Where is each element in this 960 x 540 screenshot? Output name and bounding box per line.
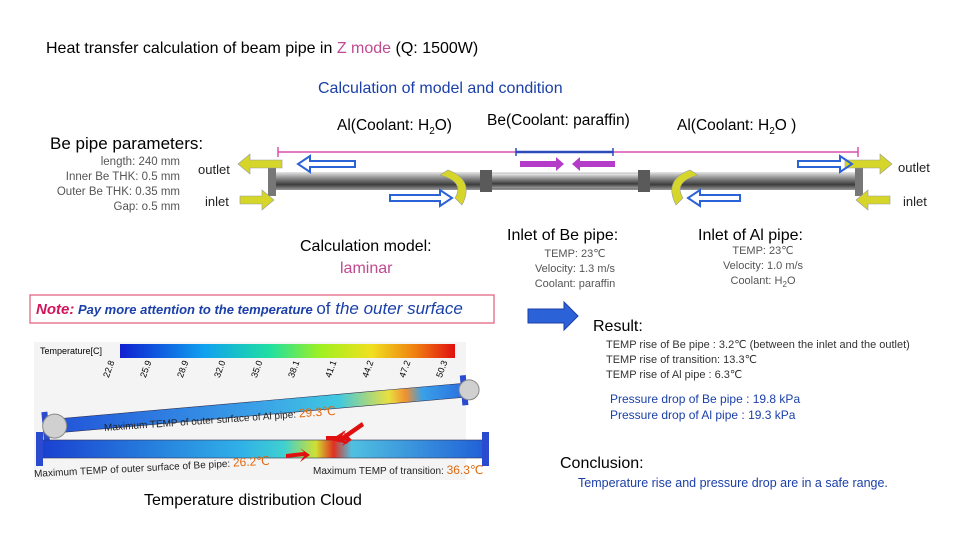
coolant-right: Al(Coolant: H2O ) (677, 117, 796, 137)
legend-tick: 44.2 (360, 359, 376, 379)
inlet-al-coolant-suffix: O (786, 275, 796, 287)
legend-ticks: 22.8 25.9 28.9 32.0 35.0 38.1 41.1 44.2 … (100, 359, 449, 390)
subtitle: Calculation of model and condition (318, 80, 563, 97)
coolant-right-sub: 2 (769, 126, 775, 138)
result-pressures: Pressure drop of Be pipe : 19.8 kPa Pres… (610, 391, 800, 423)
temperature-cloud-image (34, 342, 489, 480)
title-mode: Z mode (336, 40, 392, 57)
coolant-left: Al(Coolant: H2O) (337, 117, 452, 137)
legend-tick: 38.1 (286, 359, 302, 379)
inlet-right-label: inlet (903, 194, 927, 209)
title-prefix: Heat transfer calculation of beam pipe i… (46, 40, 337, 57)
conclusion-text: Temperature rise and pressure drop are i… (578, 476, 888, 490)
inlet-be-values: TEMP: 23℃ Velocity: 1.3 m/s Coolant: par… (520, 247, 630, 292)
legend-tick: 28.9 (175, 359, 191, 379)
result-heading: Result: (593, 318, 643, 335)
yellow-flow-arrows (237, 153, 893, 211)
cloud-caption: Temperature distribution Cloud (144, 492, 362, 509)
coolant-right-prefix: Al(Coolant: H (677, 117, 770, 134)
be-pipe-heading: Be pipe parameters: (50, 134, 204, 153)
inlet-al-values: TEMP: 23℃ Velocity: 1.0 m/s Coolant: H2O (708, 244, 818, 292)
calculation-model-value: laminar (340, 260, 393, 277)
legend-tick: 32.0 (212, 359, 228, 379)
coolant-left-prefix: Al(Coolant: H (337, 117, 430, 134)
legend-tick: 35.0 (249, 359, 265, 379)
result-rises: TEMP rise of Be pipe : 3.2℃ (between the… (606, 338, 910, 383)
param-gap: Gap: o.5 mm (113, 201, 180, 213)
length-bracket (277, 147, 859, 157)
inlet-left-label: inlet (205, 194, 229, 209)
note-tail: the outer surface (330, 299, 463, 318)
max-temp-be-value: 26.2℃ (232, 453, 271, 470)
legend-title: Temperature[C] (40, 346, 103, 356)
title-suffix: (Q: 1500W) (391, 40, 479, 57)
inlet-al-coolant-sub: 2 (782, 280, 787, 290)
coolant-right-suffix: O ) (774, 117, 797, 134)
result-arrow-icon (527, 300, 579, 332)
outlet-left-label: outlet (198, 162, 230, 177)
note-label: Note: (36, 301, 75, 318)
pressure-be: Pressure drop of Be pipe : 19.8 kPa (610, 392, 801, 406)
max-temp-transition: Maximum TEMP of transition: 36.3℃ (313, 463, 483, 477)
max-temp-transition-value: 36.3℃ (446, 463, 484, 477)
temperature-legend-bar (120, 344, 455, 358)
pressure-al: Pressure drop of Al pipe : 19.3 kPa (610, 408, 796, 422)
inlet-be-temp: TEMP: 23℃ (544, 248, 606, 260)
legend-tick: 47.2 (397, 359, 413, 379)
inlet-al-coolant-prefix: Coolant: H (730, 275, 783, 287)
param-outer-thk: Outer Be THK: 0.35 mm (56, 186, 180, 198)
beam-pipe (268, 166, 863, 196)
param-inner-thk: Inner Be THK: 0.5 mm (65, 171, 180, 183)
coolant-left-suffix: O) (434, 117, 452, 134)
max-temp-transition-label: Maximum TEMP of transition: (313, 466, 447, 477)
legend-tick: 41.1 (323, 359, 339, 379)
legend-tick: 22.8 (101, 359, 117, 379)
inlet-al-coolant: Coolant: H2O (708, 274, 818, 292)
note-box (29, 294, 495, 324)
inlet-be-velocity: Velocity: 1.3 m/s (534, 263, 616, 275)
note-of: of (316, 299, 331, 318)
inlet-al-temp: TEMP: 23℃ (732, 245, 794, 257)
inlet-be-heading: Inlet of Be pipe: (507, 227, 619, 244)
be-pipe-params: length: 240 mm Inner Be THK: 0.5 mm Oute… (40, 155, 180, 215)
param-length: length: 240 mm (100, 156, 180, 168)
rise-be: TEMP rise of Be pipe : 3.2℃ (between the… (606, 339, 910, 351)
note: Note: Pay more attention to the temperat… (36, 299, 463, 319)
calculation-model-label: Calculation model: (300, 238, 432, 255)
inlet-al-velocity: Velocity: 1.0 m/s (722, 260, 804, 272)
coolant-left-sub: 2 (429, 126, 435, 138)
inlet-be-coolant: Coolant: paraffin (534, 278, 616, 290)
calculation-model: Calculation model: laminar (300, 236, 432, 280)
max-temp-al-value: 29.3℃ (298, 403, 337, 421)
note-text: Pay more attention to the temperature (74, 302, 317, 317)
blue-flow-arrows (296, 154, 854, 208)
purple-flow-arrows (520, 157, 615, 171)
rise-transition: TEMP rise of transition: 13.3℃ (606, 354, 757, 366)
legend-tick: 25.9 (138, 359, 154, 379)
coolant-middle: Be(Coolant: paraffin) (487, 112, 630, 129)
inlet-al-heading: Inlet of Al pipe: (698, 227, 803, 244)
rise-al: TEMP rise of Al pipe : 6.3℃ (606, 369, 743, 381)
page-title: Heat transfer calculation of beam pipe i… (46, 40, 478, 58)
outlet-right-label: outlet (898, 160, 930, 175)
conclusion-heading: Conclusion: (560, 455, 644, 472)
